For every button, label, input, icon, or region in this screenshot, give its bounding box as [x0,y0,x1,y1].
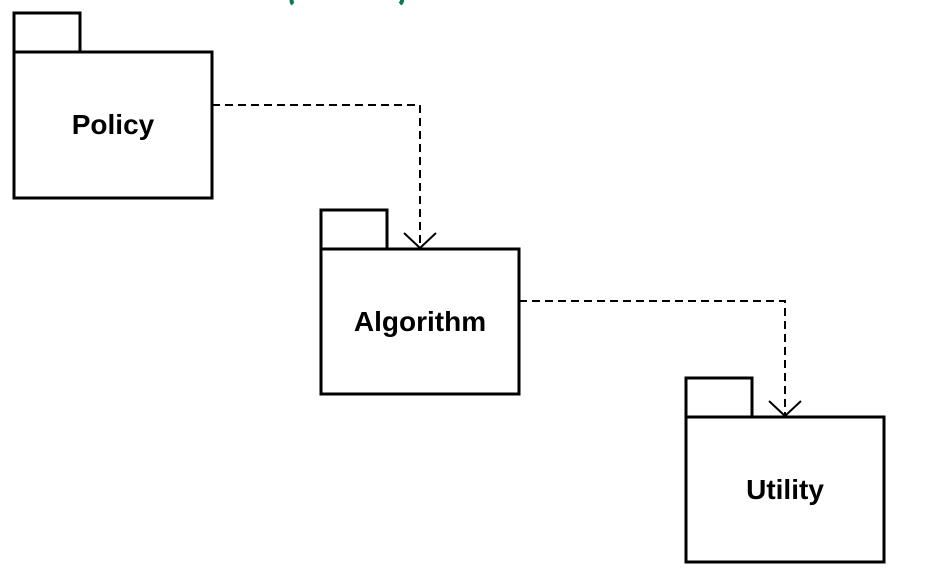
package-utility[interactable]: Utility [684,376,886,564]
package-tab [12,11,82,54]
package-label: Policy [72,109,155,140]
dependency-line [519,300,786,416]
cropped-header-fragment [289,0,405,6]
package-body [684,415,886,564]
dependency-arrowhead [768,400,802,418]
package-policy[interactable]: Policy [12,11,214,200]
dependency-algorithm-to-utility[interactable] [519,300,802,418]
package-label: Algorithm [354,306,486,337]
package-label: Utility [746,474,824,505]
dependency-line [212,104,421,248]
dependency-arrowhead [403,232,437,250]
package-tab [684,376,754,419]
package-tab [319,208,389,251]
package-body [12,50,214,200]
dependency-policy-to-algorithm[interactable] [212,104,437,250]
